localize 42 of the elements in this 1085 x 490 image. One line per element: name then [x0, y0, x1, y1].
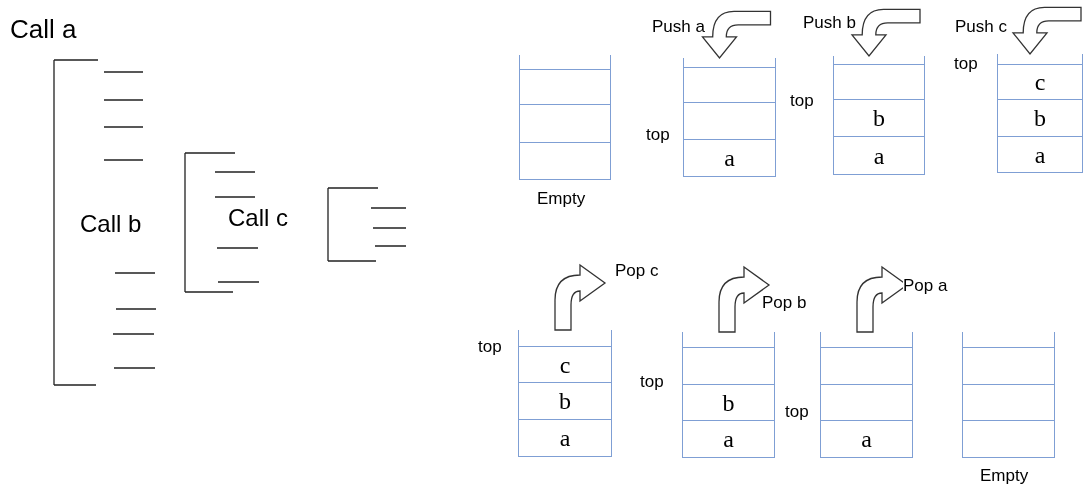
- stack-caption: top: [790, 92, 814, 109]
- curved-block-arrow: [851, 8, 921, 57]
- stack-item-letter: a: [861, 427, 872, 451]
- stack-item-letter: a: [1034, 142, 1046, 167]
- stack-item-letter: b: [559, 389, 571, 413]
- curved-block-arrow: [554, 264, 606, 331]
- call-label: Call c: [228, 206, 288, 230]
- edge-label: Pop c: [615, 262, 659, 279]
- stack-caption: top: [954, 55, 978, 72]
- stack-caption: top: [646, 126, 670, 143]
- stack-container: [833, 56, 925, 175]
- curved-block-arrow: [701, 10, 772, 59]
- stack-container: [518, 330, 612, 457]
- stack-item-letter: a: [559, 426, 571, 450]
- stack-container: [519, 55, 611, 180]
- stack-item-letter: b: [722, 390, 735, 415]
- stack-caption: Empty: [537, 190, 586, 207]
- edge-label: Push c: [955, 18, 1007, 35]
- stack-container: [962, 332, 1055, 458]
- stack-item-letter: a: [723, 427, 734, 451]
- stack-item-letter: b: [1034, 106, 1046, 130]
- call-label: Call b: [80, 212, 142, 236]
- stack-container: [997, 54, 1083, 173]
- stack-caption: Empty: [980, 467, 1029, 484]
- stack-item-letter: c: [1034, 70, 1046, 94]
- stack-caption: top: [785, 403, 809, 420]
- stack-item-letter: c: [559, 352, 571, 377]
- stack-caption: top: [640, 373, 664, 390]
- stack-item-letter: a: [724, 146, 735, 170]
- stack-item-letter: a: [873, 143, 885, 168]
- stack-container: [683, 58, 776, 177]
- edge-label: Push a: [652, 18, 705, 35]
- stack-container: [820, 332, 913, 458]
- stack-caption: top: [478, 338, 502, 355]
- edge-label: Pop b: [762, 294, 807, 311]
- edge-label: Pop a: [903, 277, 948, 294]
- stack-container: [682, 332, 775, 458]
- curved-block-arrow: [718, 266, 770, 333]
- edge-label: Push b: [803, 14, 856, 31]
- call-label: Call a: [10, 16, 77, 42]
- stack-item-letter: b: [873, 106, 885, 130]
- curved-block-arrow: [1012, 6, 1082, 55]
